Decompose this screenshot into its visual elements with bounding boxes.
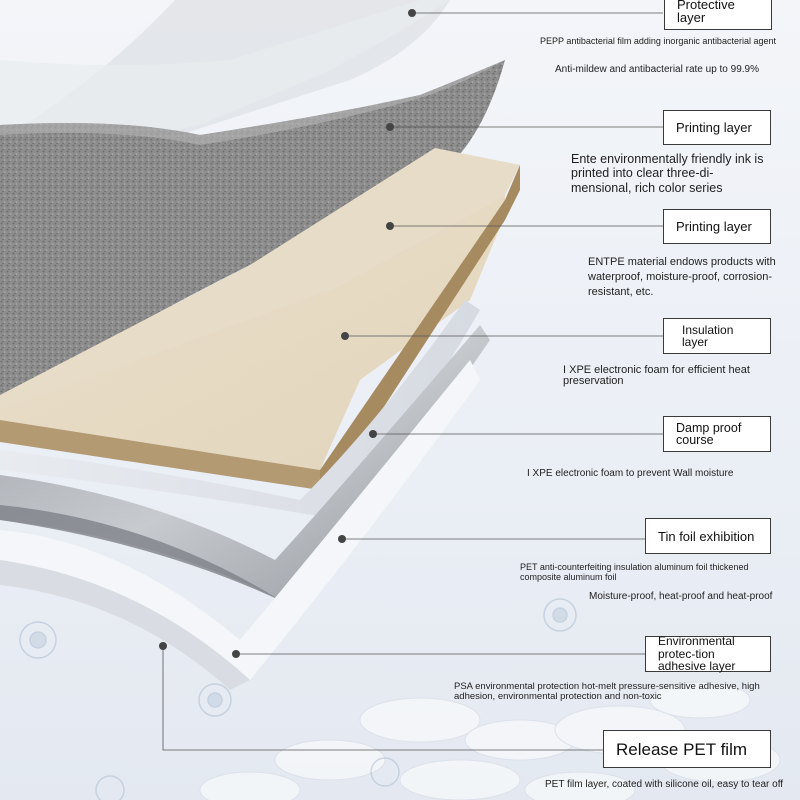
insulation-layer-label: Insulation layer bbox=[663, 318, 771, 354]
board-top bbox=[0, 148, 520, 420]
adhesive-layer-description: PSA environmental protection hot-melt pr… bbox=[454, 681, 760, 703]
board-edge bbox=[0, 420, 320, 490]
damp-proof-course-description: I XPE electronic foam to prevent Wall mo… bbox=[527, 468, 734, 479]
callout-lines bbox=[162, 12, 663, 751]
printing-layer-label-2: Printing layer bbox=[663, 209, 771, 244]
protective-layer-label: Protective layer bbox=[664, 0, 772, 30]
bacteria-icon bbox=[19, 598, 577, 800]
release-film-label: Release PET film bbox=[603, 730, 771, 768]
release-film-description: PET film layer, coated with silicone oil… bbox=[545, 779, 784, 790]
printing-layer-shape bbox=[0, 60, 505, 405]
tin-foil-description: PET anti-counterfeiting insulation alumi… bbox=[520, 562, 749, 583]
callout-dots bbox=[159, 9, 416, 658]
printing-layer-description: Ente environmentally friendly ink is pri… bbox=[571, 152, 764, 195]
tin-foil-label: Tin foil exhibition bbox=[645, 518, 771, 554]
damp-proof-course-label: Damp proof course bbox=[663, 416, 771, 452]
protective-layer-description: PEPP antibacterial film adding inorganic… bbox=[540, 36, 776, 46]
protective-layer-description-2: Anti-mildew and antibacterial rate up to… bbox=[555, 64, 760, 75]
printing-layer-label: Printing layer bbox=[663, 110, 771, 145]
adhesive-layer-label: Environmental protec-tion adhesive layer bbox=[645, 635, 771, 673]
insulation-layer-description: I XPE electronic foam for efficient heat… bbox=[563, 364, 750, 387]
printing-layer-description-2: ENTPE material endows products with wate… bbox=[588, 256, 776, 298]
tin-foil-description-2: Moisture-proof, heat-proof and heat-proo… bbox=[589, 591, 773, 602]
